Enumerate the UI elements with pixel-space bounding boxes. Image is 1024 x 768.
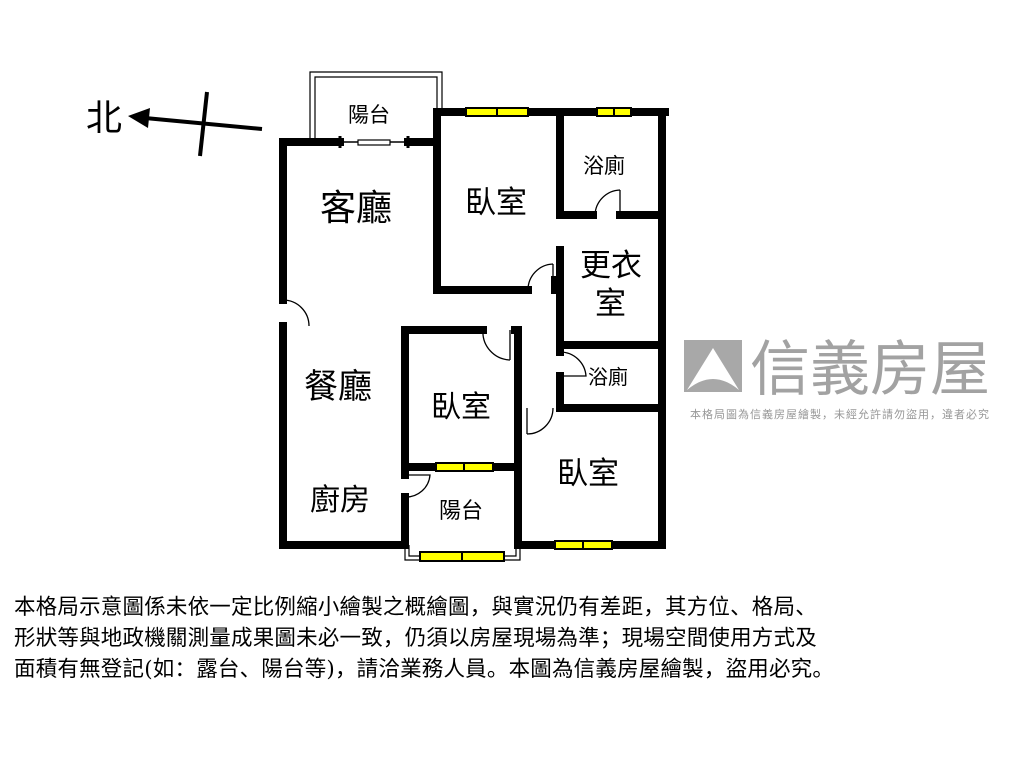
watermark-logo — [684, 340, 742, 392]
room-label-bedroom-3: 臥室 — [557, 456, 619, 492]
balcony-top-outline — [309, 71, 443, 142]
room-label-bedroom-2: 臥室 — [431, 390, 491, 425]
room-label-closet-1: 更衣 — [580, 248, 642, 284]
room-label-bathroom-2: 浴廁 — [588, 365, 628, 389]
disclaimer-line: 本格局示意圖係未依一定比例縮小繪製之概繪圖，與實況仍有差距，其方位、格局、 — [14, 595, 817, 620]
watermark-brand: 信義房屋 — [750, 335, 990, 405]
room-label-living-room: 客廳 — [320, 188, 392, 229]
doors — [282, 189, 621, 498]
watermark-notice: 本格局圖為信義房屋繪製，未經允許請勿盜用，違者必究 — [690, 407, 990, 421]
room-label-dining-room: 餐廳 — [304, 367, 372, 407]
room-label-kitchen: 廚房 — [310, 483, 370, 518]
room-label-balcony-top: 陽台 — [348, 103, 390, 127]
room-label-bathroom-1: 浴廁 — [583, 154, 625, 178]
north-arrow-icon — [128, 91, 263, 157]
disclaimer-line: 面積有無登記(如：露台、陽台等)，請洽業務人員。本圖為信義房屋繪製，盜用必究。 — [14, 657, 835, 682]
windows — [419, 107, 632, 562]
room-label-closet-2: 室 — [595, 286, 626, 322]
disclaimer-line: 形狀等與地政機關測量成果圖未必一致，仍須以房屋現場為準；現場空間使用方式及 — [14, 626, 817, 651]
north-label: 北 — [86, 98, 122, 139]
sliding-door — [338, 136, 410, 148]
room-label-bedroom-1: 臥室 — [465, 185, 527, 221]
disclaimer: 本格局示意圖係未依一定比例縮小繪製之概繪圖，與實況仍有差距，其方位、格局、 形狀… — [14, 592, 1014, 685]
room-label-balcony-bottom: 陽台 — [439, 499, 483, 524]
walls — [279, 108, 669, 549]
